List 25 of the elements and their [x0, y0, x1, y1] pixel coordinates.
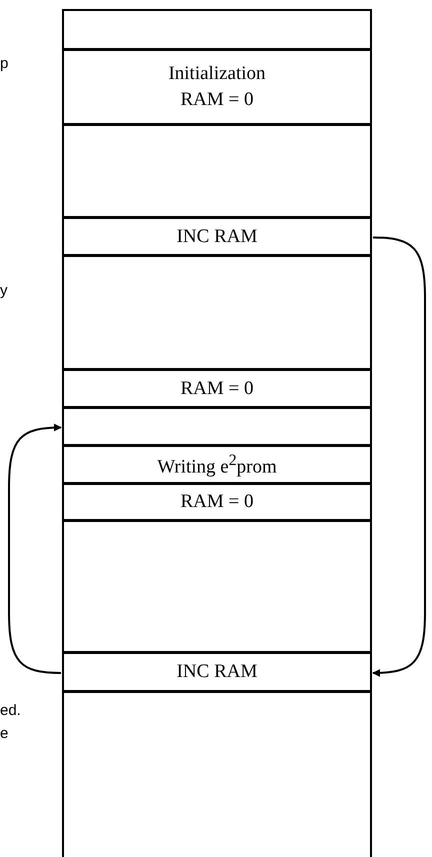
empty-memory-block [62, 255, 372, 370]
block-label: Writing e$^{2}$prom [157, 451, 277, 480]
text-fragment: e [0, 725, 8, 742]
text-fragment: y [0, 282, 8, 299]
memory-block [62, 369, 372, 408]
memory-block [62, 445, 372, 484]
loop-arrow [372, 236, 426, 677]
block-label: RAM = 0 [180, 490, 254, 514]
block-label: INC RAM [176, 660, 258, 684]
block-label: INC RAM [176, 224, 258, 248]
loop-arrow [8, 424, 62, 674]
text-fragment: p [0, 55, 8, 72]
empty-memory-block [62, 520, 372, 653]
block-label: RAM = 0 [180, 376, 254, 400]
empty-memory-block [62, 691, 372, 857]
memory-block [62, 217, 372, 256]
empty-memory-block [62, 407, 372, 446]
text-fragment: ed. [0, 702, 21, 719]
memory-block [62, 652, 372, 692]
block-label: RAM = 0 [180, 88, 254, 112]
empty-memory-block [62, 9, 372, 50]
memory-block [62, 49, 372, 125]
memory-block [62, 483, 372, 521]
empty-memory-block [62, 124, 372, 218]
block-label: Initialization [168, 62, 266, 86]
